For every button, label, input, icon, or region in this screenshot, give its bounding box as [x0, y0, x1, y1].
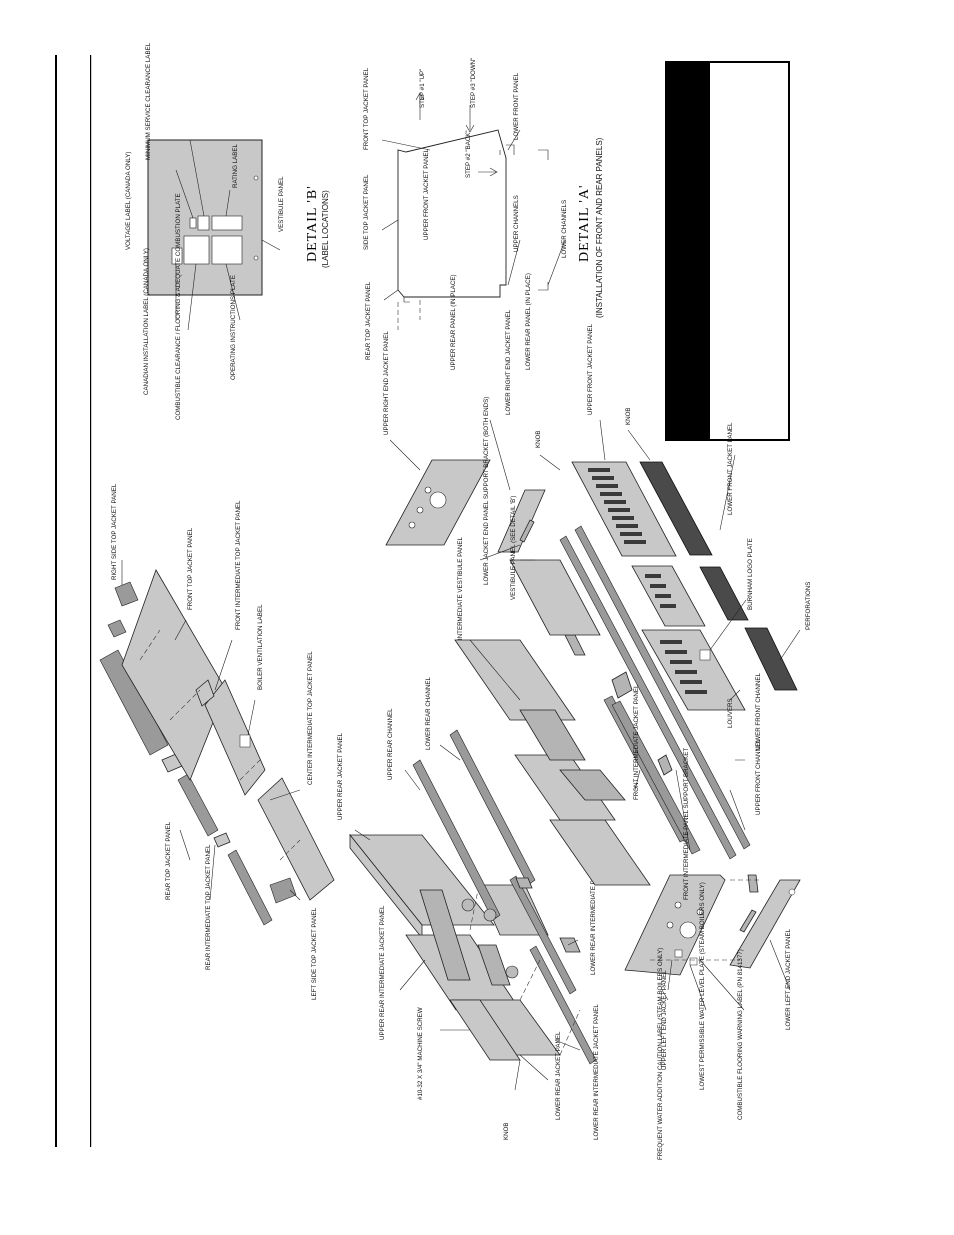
rear-top-panel	[99, 649, 169, 756]
label-rear-top: REAR TOP JACKET PANEL	[165, 821, 172, 900]
label-lower-rear-jacket: LOWER REAR JACKET PANEL	[555, 1031, 562, 1120]
lower-left-end-panel	[729, 879, 801, 969]
label-upper-rear-intermediate: UPPER REAR INTERMEDIATE JACKET PANEL	[379, 905, 386, 1040]
right-end-group: LOWER RIGHT END JACKET PANEL UPPER RIGHT…	[383, 309, 601, 701]
minimum-service-label	[197, 215, 210, 231]
label-intermediate-vestibule: INTERMEDIATE VESTIBULE PANEL	[457, 537, 464, 640]
label-vestibule-panel: VESTIBULE PANEL	[278, 176, 285, 232]
a-label-step1: STEP #1 "UP"	[419, 69, 426, 108]
a-label-step3: STEP #3 "DOWN"	[470, 58, 477, 108]
label-left-side-top: LEFT SIDE TOP JACKET PANEL	[311, 907, 318, 1000]
detail-a-section	[397, 129, 507, 298]
detail-a: REAR TOP JACKET PANEL SIDE TOP JACKET PA…	[363, 58, 604, 370]
rating-label	[211, 215, 243, 231]
a-label-side-top: SIDE TOP JACKET PANEL	[363, 174, 370, 250]
label-minimum-service: MINIMUM SERVICE CLEARANCE LABEL	[145, 42, 152, 160]
left-end-group: FREQUENT WATER ADDITION CAUTION LABEL (S…	[624, 874, 801, 1160]
label-canadian-installation: CANADIAN INSTALLATION LABEL (CANADA ONLY…	[143, 248, 150, 395]
front-panels-group: FRONT INTERMEDIATE PANEL SUPPORT BRACKET…	[454, 323, 812, 900]
right-side-top-panel	[114, 581, 139, 607]
label-rating: RATING LABEL	[232, 144, 239, 188]
front-top-panel	[121, 569, 227, 781]
label-upper-rear-channel: UPPER REAR CHANNEL	[387, 708, 394, 780]
lower-front-jacket-panel	[639, 461, 713, 556]
label-upper-right-end: UPPER RIGHT END JACKET PANEL	[383, 331, 390, 435]
combustible-clearance-plate	[183, 235, 210, 265]
label-lower-left-end: LOWER LEFT END JACKET PANEL	[785, 928, 792, 1030]
top-panels-group: LEFT SIDE TOP JACKET PANEL REAR INTERMED…	[99, 483, 335, 1000]
label-upper-left-end: UPPER LEFT END JACKET PANEL	[661, 970, 668, 1070]
label-voltage: VOLTAGE LABEL (CANADA ONLY)	[125, 152, 132, 250]
label-right-side-top: RIGHT SIDE TOP JACKET PANEL	[111, 483, 118, 580]
label-lowest-permissible: LOWEST PERMISSIBLE WATER LEVEL PLATE (ST…	[699, 882, 706, 1090]
label-burnham-logo: BURNHAM LOGO PLATE	[747, 538, 754, 610]
rear-panels-group: KNOB #10-32 X 3/4" MACHINE SCREW UPPER R…	[337, 677, 600, 1140]
upper-left-end-panel	[624, 874, 726, 976]
label-lower-rear-support: LOWER REAR INTERMEDIATE PANEL SUPPORT BR…	[590, 802, 597, 975]
label-upper-rear-jacket: UPPER REAR JACKET PANEL	[337, 732, 344, 820]
label-center-intermediate-top: CENTER INTERMEDIATE TOP JACKET PANEL	[307, 651, 314, 785]
center-intermediate-top-panel	[257, 777, 335, 901]
label-lower-right-end: LOWER RIGHT END JACKET PANEL	[505, 309, 512, 415]
label-combustible-clearance: COMBUSTIBLE CLEARANCE / FLOORING & ADEQU…	[175, 193, 182, 420]
label-operating-instructions: OPERATING INSTRUCTIONS PLATE	[230, 275, 237, 380]
a-label-step2: STEP #2 "BACK"	[465, 130, 472, 178]
a-label-lower-rear: LOWER REAR PANEL (IN PLACE)	[525, 273, 532, 370]
label-front-intermediate: FRONT INTERMEDIATE JACKET PANEL	[633, 684, 640, 800]
a-label-upper-channels: UPPER CHANNELS	[513, 195, 520, 252]
label-upper-front-channel: UPPER FRONT CHANNEL	[755, 739, 762, 815]
label-frequent-water: FREQUENT WATER ADDITION CAUTION LABEL (S…	[657, 948, 664, 1160]
upper-rear-channel	[412, 759, 501, 921]
lower-front-channel	[559, 535, 737, 860]
operating-instructions-plate	[211, 235, 243, 265]
label-machine-screw: #10-32 X 3/4" MACHINE SCREW	[417, 1007, 424, 1100]
label-lower-rear-channel: LOWER REAR CHANNEL	[425, 677, 432, 750]
label-lower-front-right: LOWER FRONT JACKET PANEL	[727, 422, 734, 515]
label-front-intermediate-top: FRONT INTERMEDIATE TOP JACKET PANEL	[235, 500, 242, 630]
label-knob-right: KNOB	[625, 407, 632, 425]
heading-box	[665, 61, 790, 441]
label-knob-left: KNOB	[503, 1122, 510, 1140]
perforations	[744, 627, 798, 691]
burnham-logo-plate	[699, 649, 711, 661]
label-knob-mid: KNOB	[535, 430, 542, 448]
detail-b-title: DETAIL 'B'	[305, 185, 320, 262]
label-boiler-ventilation: BOILER VENTILATION LABEL	[257, 604, 264, 690]
detail-a-title: DETAIL 'A'	[577, 184, 592, 262]
a-label-rear-top: REAR TOP JACKET PANEL	[365, 281, 372, 360]
a-label-upper-rear: UPPER REAR PANEL (IN PLACE)	[450, 274, 457, 370]
front-intermediate-jacket-panel	[549, 819, 651, 886]
a-label-upper-front: UPPER FRONT JACKET PANEL	[423, 148, 430, 240]
page-margin-bar	[55, 55, 57, 1147]
boiler-ventilation-label	[239, 734, 251, 748]
voltage-label	[189, 217, 197, 229]
page-inner-rule	[90, 55, 92, 1147]
left-side-top-panel	[269, 877, 297, 904]
a-label-lower-channels: LOWER CHANNELS	[561, 200, 568, 258]
label-front-top: FRONT TOP JACKET PANEL	[187, 527, 194, 610]
label-rear-intermediate-top: REAR INTERMEDIATE TOP JACKET PANEL	[205, 844, 212, 970]
a-label-front-top: FRONT TOP JACKET PANEL	[363, 67, 370, 150]
lower-rear-channel	[449, 729, 536, 886]
water-level-plate	[674, 949, 683, 958]
label-louvers: LOUVERS	[727, 698, 734, 728]
label-upper-front-jacket: UPPER FRONT JACKET PANEL	[587, 323, 594, 415]
intermediate-vestibule-panel	[454, 639, 576, 721]
label-perforations: PERFORATIONS	[805, 582, 812, 630]
canadian-installation-label	[171, 247, 183, 265]
a-label-lower-front: LOWER FRONT PANEL	[513, 72, 520, 140]
label-lower-front-channel: LOWER FRONT CHANNEL	[755, 673, 762, 750]
upper-front-channel	[574, 525, 751, 850]
detail-b: CANADIAN INSTALLATION LABEL (CANADA ONLY…	[125, 42, 330, 420]
louvers	[588, 468, 646, 544]
label-lower-rear-intermediate: LOWER REAR INTERMEDIATE JACKET PANEL	[593, 1004, 600, 1140]
detail-b-subtitle: (LABEL LOCATIONS)	[321, 190, 330, 268]
detail-a-subtitle: (INSTALLATION OF FRONT AND REAR PANELS)	[595, 137, 604, 318]
lower-right-end-panel	[497, 489, 546, 553]
vestibule-panel	[509, 559, 601, 636]
label-front-int-support: FRONT INTERMEDIATE PANEL SUPPORT BRACKET	[683, 748, 690, 900]
label-combustible-warning: COMBUSTIBLE FLOORING WARNING LABEL (PN 8…	[737, 949, 744, 1120]
label-lower-jacket-end-support: LOWER JACKET END PANEL SUPPORT BRACKET (…	[483, 397, 490, 585]
